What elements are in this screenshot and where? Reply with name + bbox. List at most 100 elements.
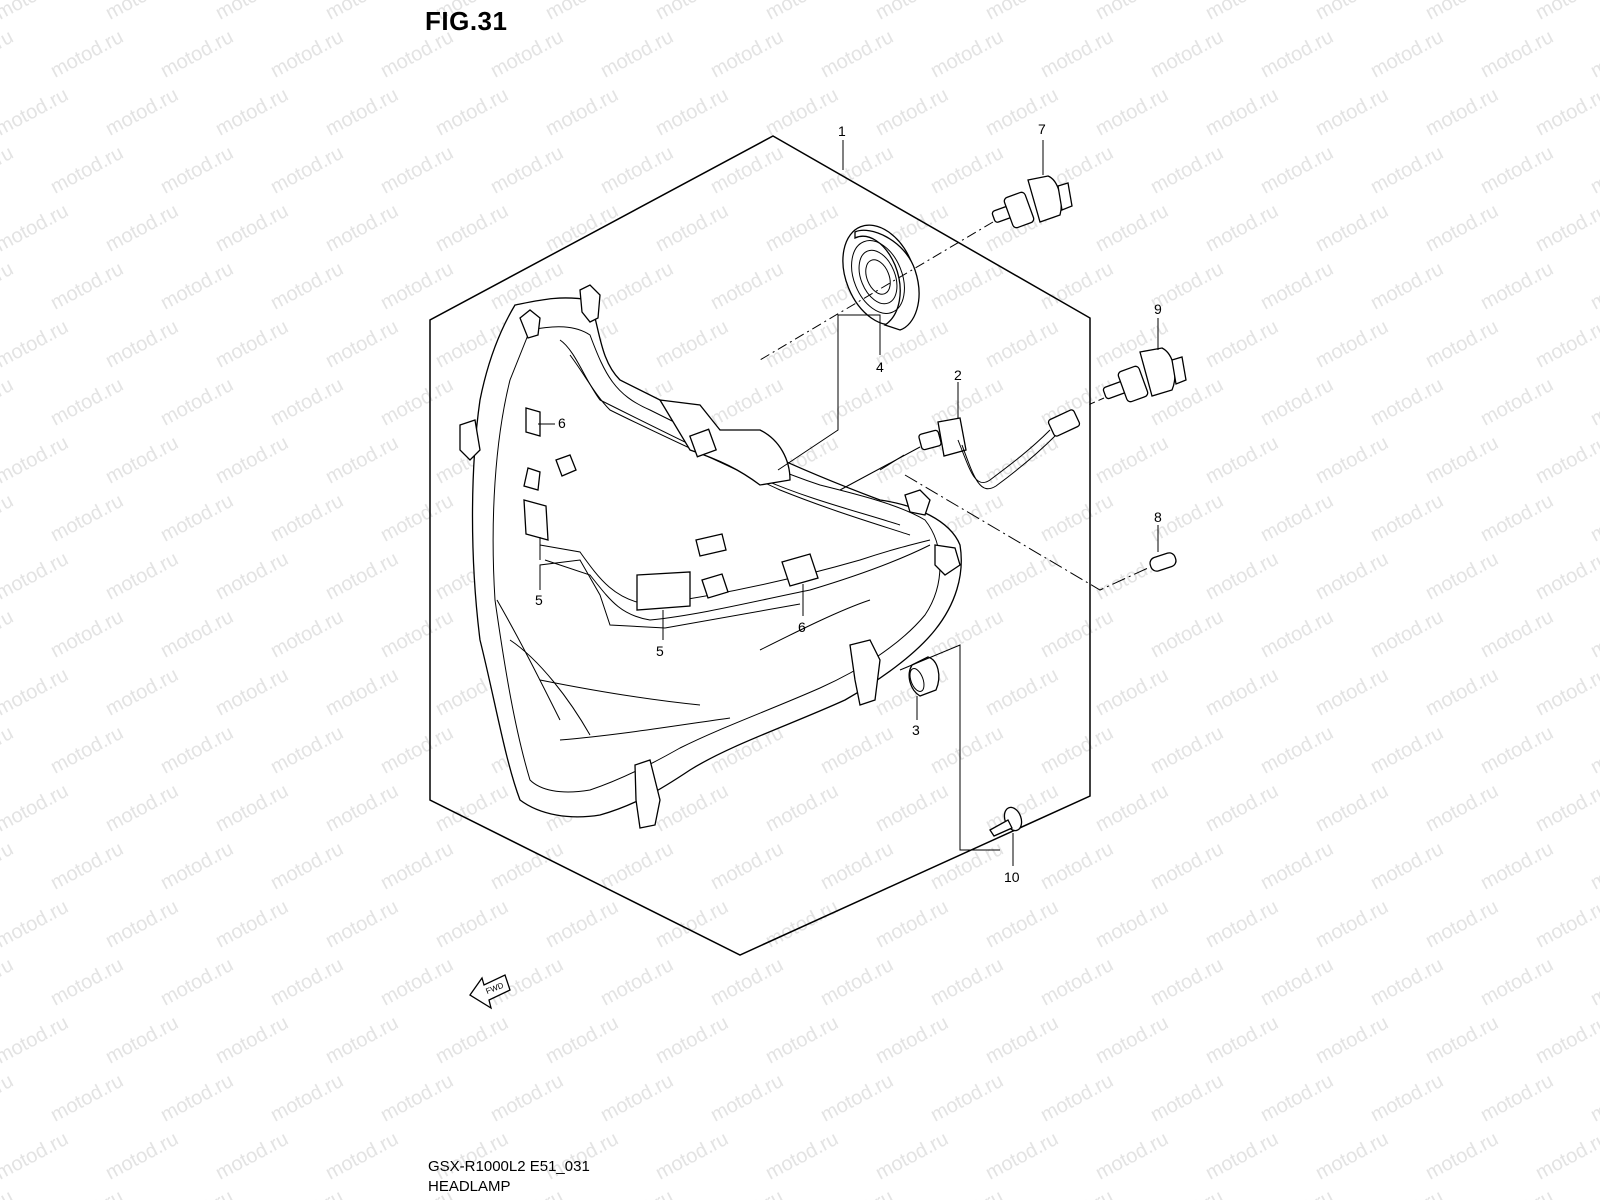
watermark-text: motod.ru: [817, 954, 897, 1010]
watermark-text: motod.ru: [1092, 1128, 1172, 1184]
watermark-text: motod.ru: [0, 548, 72, 604]
watermark-text: motod.ru: [652, 896, 732, 952]
watermark-text: motod.ru: [212, 548, 292, 604]
watermark-text: motod.ru: [1312, 200, 1392, 256]
watermark-text: motod.ru: [267, 954, 347, 1010]
watermark-text: motod.ru: [0, 664, 72, 720]
watermark-text: motod.ru: [0, 954, 17, 1010]
watermark-text: motod.ru: [212, 200, 292, 256]
watermark-text: motod.ru: [432, 896, 512, 952]
watermark-text: motod.ru: [1367, 1186, 1447, 1200]
bulb-8: [1149, 552, 1177, 572]
watermark-text: motod.ru: [102, 316, 182, 372]
callout-8: 8: [1154, 509, 1162, 525]
watermark-text: motod.ru: [1092, 1012, 1172, 1068]
watermark-text: motod.ru: [0, 432, 72, 488]
watermark-text: motod.ru: [1147, 722, 1227, 778]
watermark-text: motod.ru: [652, 780, 732, 836]
watermark-text: motod.ru: [0, 780, 72, 836]
watermark-text: motod.ru: [47, 838, 127, 894]
watermark-text: motod.ru: [1147, 1186, 1227, 1200]
watermark-text: motod.ru: [1587, 26, 1600, 82]
watermark-text: motod.ru: [1367, 606, 1447, 662]
callout-6a: 6: [558, 415, 566, 431]
watermark-text: motod.ru: [102, 200, 182, 256]
watermark-text: motod.ru: [1312, 548, 1392, 604]
watermark-text: motod.ru: [817, 1070, 897, 1126]
watermark-text: motod.ru: [762, 316, 842, 372]
watermark-text: motod.ru: [487, 142, 567, 198]
watermark-text: motod.ru: [377, 1070, 457, 1126]
watermark-text: motod.ru: [1587, 1070, 1600, 1126]
watermark-text: motod.ru: [47, 606, 127, 662]
watermark-text: motod.ru: [1037, 722, 1117, 778]
watermark-text: motod.ru: [1257, 142, 1337, 198]
watermark-text: motod.ru: [0, 200, 72, 256]
watermark-text: motod.ru: [1092, 200, 1172, 256]
watermark-text: motod.ru: [0, 896, 72, 952]
watermark-text: motod.ru: [1147, 1070, 1227, 1126]
watermark-text: motod.ru: [432, 200, 512, 256]
watermark-text: motod.ru: [1587, 606, 1600, 662]
watermark-text: motod.ru: [542, 84, 622, 140]
watermark-text: motod.ru: [1037, 258, 1117, 314]
watermark-text: motod.ru: [1587, 838, 1600, 894]
watermark-text: motod.ru: [1532, 316, 1600, 372]
watermark-text: motod.ru: [1257, 26, 1337, 82]
watermark-text: motod.ru: [1312, 316, 1392, 372]
watermark-text: motod.ru: [157, 1070, 237, 1126]
watermark-text: motod.ru: [1257, 954, 1337, 1010]
watermark-text: motod.ru: [1092, 780, 1172, 836]
watermark-text: motod.ru: [872, 84, 952, 140]
watermark-text: motod.ru: [1477, 722, 1557, 778]
watermark-text: motod.ru: [102, 896, 182, 952]
watermark-text: motod.ru: [322, 896, 402, 952]
watermark-text: motod.ru: [267, 142, 347, 198]
watermark-text: motod.ru: [0, 490, 17, 546]
watermark-text: motod.ru: [652, 1128, 732, 1184]
watermark-text: motod.ru: [872, 1012, 952, 1068]
watermark-text: motod.ru: [597, 954, 677, 1010]
watermark-text: motod.ru: [1367, 26, 1447, 82]
watermark-text: motod.ru: [1037, 26, 1117, 82]
watermark-text: motod.ru: [1532, 664, 1600, 720]
watermark-text: motod.ru: [1092, 896, 1172, 952]
watermark-text: motod.ru: [1257, 490, 1337, 546]
bulb-7: [991, 175, 1073, 229]
bulb-9: [1102, 347, 1187, 403]
watermark-text: motod.ru: [0, 26, 17, 82]
watermark-text: motod.ru: [0, 722, 17, 778]
watermark-text: motod.ru: [212, 664, 292, 720]
watermark-text: motod.ru: [102, 1128, 182, 1184]
watermark-text: motod.ru: [1532, 1012, 1600, 1068]
watermark-text: motod.ru: [1532, 548, 1600, 604]
watermark-text: motod.ru: [1477, 258, 1557, 314]
watermark-text: motod.ru: [102, 1012, 182, 1068]
watermark-text: motod.ru: [762, 780, 842, 836]
callout-4: 4: [876, 359, 884, 375]
callout-6b: 6: [798, 619, 806, 635]
watermark-text: motod.ru: [322, 84, 402, 140]
watermark-text: motod.ru: [322, 548, 402, 604]
watermark-text: motod.ru: [1202, 1012, 1282, 1068]
watermark-text: motod.ru: [762, 0, 842, 24]
watermark-text: motod.ru: [212, 432, 292, 488]
watermark-text: motod.ru: [982, 0, 1062, 24]
watermark-text: motod.ru: [102, 432, 182, 488]
watermark-text: motod.ru: [1202, 896, 1282, 952]
watermark-text: motod.ru: [1312, 1128, 1392, 1184]
leader-lines: [538, 140, 1159, 866]
watermark-text: motod.ru: [487, 838, 567, 894]
watermark-text: motod.ru: [1202, 84, 1282, 140]
watermark-text: motod.ru: [1587, 490, 1600, 546]
watermark-text: motod.ru: [652, 200, 732, 256]
watermark-text: motod.ru: [322, 1012, 402, 1068]
watermark-text: motod.ru: [1202, 316, 1282, 372]
watermark-text: motod.ru: [762, 200, 842, 256]
watermark-text: motod.ru: [47, 26, 127, 82]
watermark-text: motod.ru: [157, 490, 237, 546]
watermark-text: motod.ru: [1312, 84, 1392, 140]
watermark-text: motod.ru: [157, 1186, 237, 1200]
headlamp-housing: [459, 284, 962, 829]
watermark-text: motod.ru: [157, 954, 237, 1010]
